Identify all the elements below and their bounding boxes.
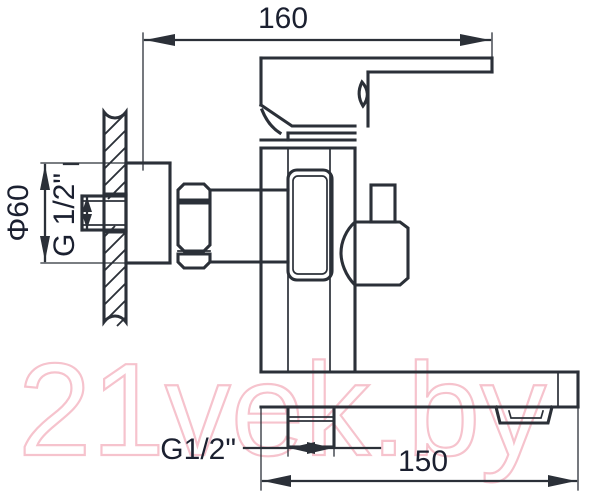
watermark-text: 21vek.by: [18, 336, 546, 483]
dimension-label-phi60: Φ60: [2, 184, 35, 241]
inlet-arm: [208, 188, 290, 264]
wall-hatching: [103, 112, 127, 327]
arrowhead-160-right: [460, 34, 490, 46]
arrowhead-150-right: [548, 475, 576, 487]
arrowhead-phi60-top: [40, 165, 50, 190]
arrowhead-g12-left-top: [82, 197, 92, 212]
cartridge-outer: [286, 168, 334, 282]
lever-underside: [258, 102, 357, 128]
dimension-g12-bottom-group: G1/2": [160, 433, 382, 466]
dimension-phi60-group: Φ60: [2, 162, 131, 264]
escutcheon-body: [124, 161, 172, 265]
lever-handle: [258, 56, 494, 142]
inlet-threaded-nipple: [80, 194, 128, 232]
arrowhead-150-left: [263, 475, 291, 487]
dimension-label-160: 160: [258, 2, 308, 35]
hex-nut-upper-collar: [176, 182, 212, 202]
wall-outline: [102, 107, 128, 327]
dimension-160-group: 160: [142, 2, 493, 171]
hex-nut-lower-collar: [176, 252, 212, 270]
arrowhead-160-left: [145, 34, 175, 46]
dimension-label-g12-left: G 1/2": [48, 173, 81, 257]
lever-pivot-marker: [357, 79, 369, 109]
diverter-stem: [369, 183, 397, 224]
dimension-label-g12-bottom: G1/2": [160, 433, 236, 466]
aerator-housing: [494, 405, 554, 425]
aerator-screen: [507, 409, 545, 419]
arrowhead-g12-left-bottom: [82, 214, 92, 229]
diverter-knob: [339, 183, 410, 287]
arrowhead-phi60-bottom: [40, 236, 50, 261]
hex-union-nut: [176, 182, 212, 270]
dimension-label-150: 150: [398, 445, 448, 478]
cartridge-inner: [292, 175, 328, 275]
hex-nut-body: [176, 201, 212, 253]
arrowhead-g12-bottom-right: [307, 442, 333, 454]
dimension-g12-left-group: G 1/2": [48, 162, 92, 257]
mixer-main-body: [259, 146, 357, 374]
wall-section: [102, 107, 128, 327]
diverter-knob-body: [339, 220, 410, 287]
cartridge-window: [286, 168, 334, 282]
watermark-21vek: 21vek.by: [17, 335, 548, 484]
dimension-150-group: 150: [260, 406, 579, 491]
escutcheon-flange: [124, 161, 172, 265]
lever-stub-left: [259, 107, 283, 136]
